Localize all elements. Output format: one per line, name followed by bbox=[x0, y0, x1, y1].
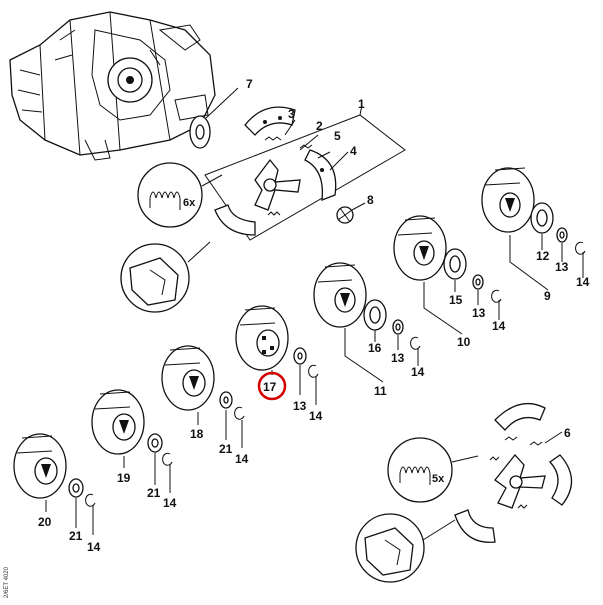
drum-20 bbox=[13, 433, 67, 499]
clutch-shoe-lr-bottom bbox=[454, 509, 496, 543]
washer-13-set11 bbox=[392, 319, 404, 335]
callout-12-set9: 12 bbox=[536, 249, 550, 263]
side-code: 2/6ET 4020 bbox=[4, 566, 10, 598]
callout-21-set20: 21 bbox=[69, 529, 83, 543]
washer-21-set20 bbox=[68, 478, 84, 498]
callout-4: 4 bbox=[350, 144, 357, 158]
eclip-14-set19 bbox=[162, 452, 173, 466]
spring-detail-bottom bbox=[387, 437, 479, 503]
eclip-14-set17 bbox=[308, 364, 319, 378]
rim-sprocket-15 bbox=[443, 248, 467, 280]
clutch-shoe-bottom bbox=[214, 204, 256, 236]
callout-6: 6 bbox=[564, 426, 571, 440]
drum-17 bbox=[235, 305, 289, 371]
callout-14-set11: 14 bbox=[411, 365, 425, 379]
shoe-detail-circle bbox=[120, 241, 211, 313]
eclip-14-set20 bbox=[85, 493, 96, 507]
callout-21-set19: 21 bbox=[147, 486, 161, 500]
callout-14-set9: 14 bbox=[576, 275, 590, 289]
callout-1: 1 bbox=[358, 97, 365, 111]
callout-20: 20 bbox=[38, 515, 52, 529]
callout-2: 2 bbox=[316, 119, 323, 133]
part-2-3-springs bbox=[264, 119, 349, 216]
callout-14-set18: 14 bbox=[235, 452, 249, 466]
washer-21-set19 bbox=[147, 433, 163, 453]
eclip-14-set18 bbox=[234, 406, 245, 420]
drum-18 bbox=[161, 345, 215, 411]
callout-9: 9 bbox=[544, 289, 551, 303]
callout-13-set17: 13 bbox=[293, 399, 307, 413]
clutch-shoe-lr-right bbox=[549, 454, 573, 506]
washer-21-set18 bbox=[219, 391, 233, 409]
washer-13-set17 bbox=[293, 347, 307, 365]
eclip-14-set10 bbox=[491, 289, 502, 303]
callout-14-set10: 14 bbox=[492, 319, 506, 333]
spring-detail-top bbox=[137, 162, 223, 228]
rim-sprocket-12 bbox=[530, 202, 554, 234]
eclip-14-set9 bbox=[575, 241, 586, 255]
callout-18: 18 bbox=[190, 427, 204, 441]
drum-19 bbox=[91, 389, 145, 455]
drum-10 bbox=[393, 215, 447, 281]
engine-housing bbox=[9, 11, 216, 161]
callout-11: 11 bbox=[374, 384, 387, 398]
callout-10: 10 bbox=[457, 335, 471, 349]
callout-14-set19: 14 bbox=[163, 496, 177, 510]
part-7-washer bbox=[189, 87, 239, 149]
spring-qty-top: 6x bbox=[183, 197, 196, 209]
clutch-hub-lr bbox=[494, 453, 546, 509]
callout-17[interactable]: 17 bbox=[263, 380, 277, 394]
callout-14-set20: 14 bbox=[87, 540, 101, 554]
drum-9 bbox=[481, 167, 535, 233]
callout-14-set17: 14 bbox=[309, 409, 323, 423]
callout-13-set11: 13 bbox=[391, 351, 405, 365]
callout-3: 3 bbox=[288, 107, 295, 121]
clutch-shoe-right bbox=[304, 149, 337, 201]
callout-7: 7 bbox=[246, 77, 253, 91]
callout-21-set18: 21 bbox=[219, 442, 233, 456]
eclip-14-set11 bbox=[410, 336, 421, 350]
callout-13-set9: 13 bbox=[555, 260, 569, 274]
drum-11 bbox=[313, 262, 367, 328]
shoe-detail-bottom bbox=[355, 513, 456, 583]
callout-13-set10: 13 bbox=[472, 306, 486, 320]
highlight-ring-17 bbox=[257, 371, 287, 401]
part-8-spur bbox=[336, 202, 366, 224]
callout-15: 15 bbox=[449, 293, 463, 307]
clutch-hub bbox=[254, 158, 301, 211]
rim-sprocket-16 bbox=[363, 299, 387, 331]
washer-13-set9 bbox=[556, 227, 568, 243]
washer-13-set10 bbox=[472, 274, 484, 290]
callout-16: 16 bbox=[368, 341, 382, 355]
callout-19: 19 bbox=[117, 471, 131, 485]
clutch-shoe-lr-top bbox=[494, 402, 546, 431]
spring-qty-bottom: 5x bbox=[432, 473, 445, 485]
callout-5: 5 bbox=[334, 129, 341, 143]
callout-8: 8 bbox=[367, 193, 374, 207]
springs-lr bbox=[489, 431, 563, 509]
